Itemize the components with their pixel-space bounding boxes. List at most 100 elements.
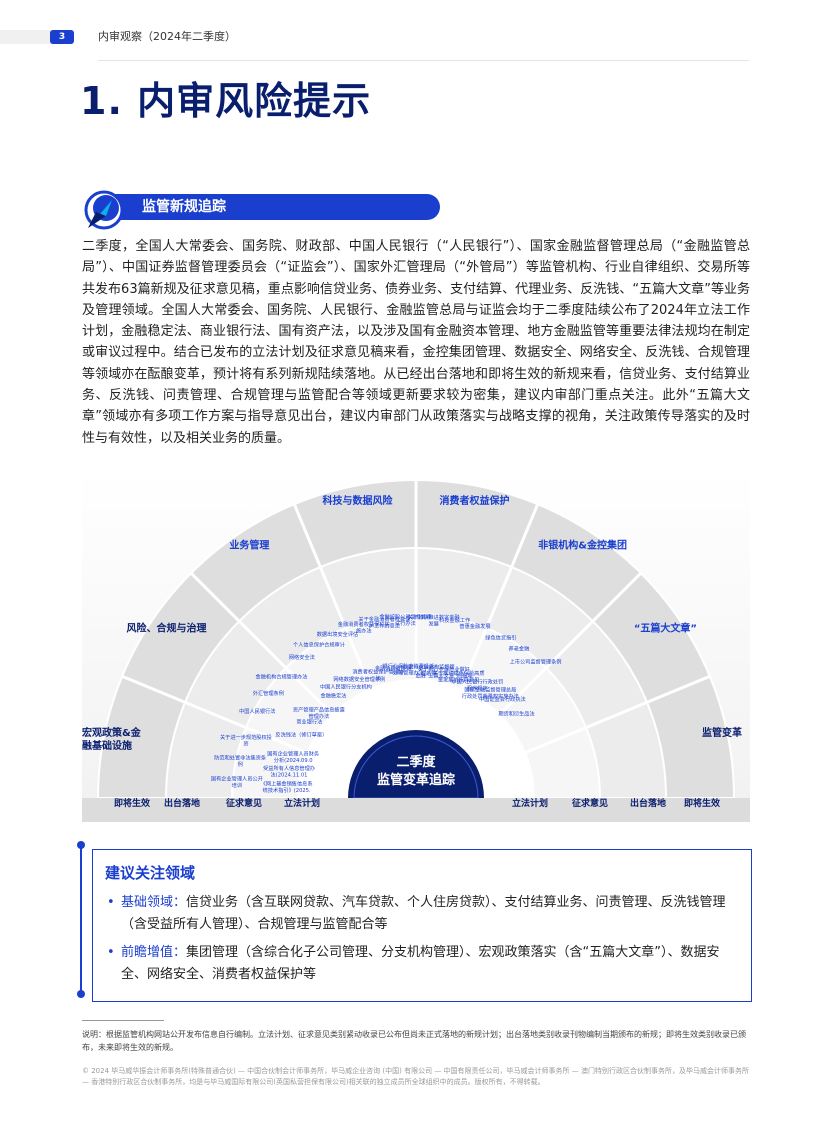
- diagram-item: 普惠金融发展: [459, 622, 490, 630]
- diagram-item: 网络安全法: [289, 653, 315, 661]
- header-divider: [98, 60, 749, 61]
- page-title: 1. 内审风险提示: [80, 79, 372, 123]
- focus-title: 建议关注领域: [105, 864, 196, 882]
- diagram-item-cont: 例: [238, 760, 243, 768]
- diagram-item: 上市公司监督管理条例: [510, 657, 562, 665]
- focus-list: • 基础领域：信贷业务（含互联网贷款、汽车贷款、个人住房贷款）、支付结算业务、问…: [105, 892, 739, 992]
- diagram-item-cont: 法(2024.11.01: [271, 771, 308, 779]
- diagram-item: 关于金融消费者权益保: [358, 615, 411, 623]
- diagram-item: 关于推动绿色保险高质: [433, 669, 485, 677]
- ring-axis-label-right: 征求意见: [572, 797, 608, 809]
- diagram-item: 国有企业管理人员财务: [267, 749, 319, 757]
- diagram-item: 中国人民银行分支机构: [320, 683, 372, 691]
- diagram-item: 反洗钱法（修订草案）: [275, 731, 327, 739]
- diagram-spoke: [121, 674, 352, 773]
- page-number: 3: [50, 30, 74, 44]
- diagram-item-cont: 统技术指引》(2025.: [263, 786, 311, 794]
- diagram-spoke: [190, 572, 368, 750]
- diagram-item: 数据出境安全评估: [317, 630, 359, 638]
- diagram-item-cont: 资: [243, 740, 248, 748]
- section-header: 监管新规追踪: [82, 190, 440, 232]
- focus-item: • 基础领域：信贷业务（含互联网贷款、汽车贷款、个人住房贷款）、支付结算业务、问…: [105, 892, 739, 936]
- sector-label: 非银机构&金控集团: [538, 539, 627, 552]
- diagram-item: 中国证监会行政执法: [479, 695, 526, 703]
- diagram-item: 消费者权益保护管理办: [352, 668, 404, 676]
- diagram-item-cont: 处理管理办法: [393, 669, 424, 677]
- diagram-item: 国家金融监督管理总局: [464, 685, 516, 693]
- diagram-item: 《网上基金销售信息系: [261, 779, 313, 787]
- diagram-spoke: [441, 503, 540, 734]
- sector-label: 监管变革: [702, 726, 742, 739]
- sector-layer: 宏观政策&金融基础设施风险、合规与治理业务管理科技与数据风险消费者权益保护非银机…: [82, 494, 742, 752]
- center-dome-outline: [353, 735, 479, 799]
- diagram-item: 金融消费者权益保护实: [338, 620, 390, 628]
- focus-box: 建议关注领域 • 基础领域：信贷业务（含互联网贷款、汽车贷款、个人住房贷款）、支…: [92, 849, 752, 1002]
- diagram-item: 国有企业管理人员公开: [211, 774, 263, 782]
- diagram-item: 金融机构合规管理办法: [256, 672, 308, 680]
- diagram-item: 科技金融工作: [439, 616, 470, 624]
- focus-accent-dot-top: [77, 841, 85, 849]
- ring-axis-label-left: 征求意见: [226, 797, 262, 809]
- ring-axis-layer: 即将生效出台落地征求意见立法计划立法计划征求意见出台落地即将生效: [82, 797, 750, 822]
- sector-label: “五篇大文章”: [634, 621, 697, 634]
- sector-label: 科技与数据风险: [322, 494, 393, 507]
- compass-arrow-icon: [84, 190, 124, 230]
- diagram-item: 银行业保险业消费投诉: [382, 662, 434, 670]
- diagram-item: 受益所有人信息管理办: [263, 764, 315, 772]
- diagram-item: 非银行支付机构监督管: [403, 663, 455, 671]
- diagram-item-cont: 护工作的意见: [369, 621, 400, 629]
- diagram-item: 金融消费者投诉: [375, 664, 411, 672]
- sector-label: 宏观政策&金: [82, 726, 142, 739]
- copyright: © 2024 毕马威华振会计师事务所(特殊普通合伙) — 中国合伙制会计师事务所…: [82, 1067, 749, 1086]
- focus-item-key: 基础领域：: [121, 895, 187, 910]
- diagram-item-cont: 法: [376, 674, 381, 682]
- ring-axis-label-right: 出台落地: [630, 797, 666, 809]
- focus-item-text: 信贷业务（含互联网贷款、汽车贷款、个人住房贷款）、支付结算业务、问责管理、反洗钱…: [121, 895, 726, 932]
- diagram-item: 商业银行法: [296, 718, 322, 726]
- diagram-item: 关于加快推进数字金融: [408, 613, 460, 621]
- sector-label: 风险、合规与治理: [127, 621, 207, 634]
- diagram-item: 金融稳定法: [321, 692, 347, 700]
- diagram-item: 资产管理产品信息披露: [293, 706, 346, 714]
- diagram-item: 中国人民银行法: [239, 707, 275, 715]
- diagram-item: 关于银行业保险业做好: [418, 665, 470, 673]
- diagram-item: 养老金融: [509, 644, 530, 652]
- diagram-item: 网络数据安全管理条例: [333, 675, 385, 683]
- center-dome: [348, 730, 484, 798]
- diagram-item: 中国人民银行行政处罚: [451, 677, 503, 685]
- diagram-item: 防范和处置非法集资条: [214, 753, 266, 761]
- ring-axis-band: [82, 798, 750, 822]
- diagram-item-cont: 金融“五篇大文章”的指导: [415, 672, 472, 680]
- diagram-item-cont: 程序规定: [467, 684, 488, 692]
- diagram-item: 外汇管理条例: [253, 689, 284, 697]
- diagram-item-cont: 行政处罚裁量权实施办法: [462, 692, 519, 700]
- section-label: 监管新规追踪: [142, 199, 226, 215]
- center-label-line2: 监管变革追踪: [377, 772, 455, 788]
- diagram-item: 关于进一步规范股权投: [220, 733, 272, 741]
- center-label-line1: 二季度: [396, 754, 436, 770]
- diagram-item-cont: 施办法: [356, 626, 372, 634]
- intro-paragraph: 二季度，全国人大常委会、国务院、财政部、中国人民银行（“人民银行”）、国家金融监…: [82, 239, 750, 446]
- spoke-layer: [121, 480, 711, 773]
- diagram-spoke: [292, 503, 391, 734]
- diagram-item-cont: 管理办法: [308, 712, 329, 720]
- diagram-item-cont: 发展: [428, 619, 438, 627]
- focus-item-text: 集团管理（含综合化子公司管理、分支机构管理）、宏观政策落实（含“五篇大文章”）、…: [121, 945, 720, 982]
- ring-axis-label-right: 即将生效: [684, 797, 721, 809]
- diagram-item: 个人信息保护合规审计: [293, 640, 345, 648]
- bullet-icon: •: [107, 945, 115, 960]
- diagram-item: 绿色信贷指引: [485, 633, 516, 641]
- diagram-item-cont: 试行办法: [395, 619, 416, 627]
- diagram-spoke: [480, 674, 711, 773]
- note-divider: [82, 1020, 164, 1021]
- focus-item-key: 前瞻增值：: [121, 945, 187, 960]
- diagram-item: 期货和衍生品法: [498, 710, 534, 718]
- ring-axis-label-right: 立法计划: [512, 797, 548, 809]
- bullet-icon: •: [107, 895, 115, 910]
- diagram-item-cont: 量发展的指导意见: [438, 676, 480, 684]
- ring-axis-label-left: 出台落地: [164, 797, 200, 809]
- doc-title: 内审观察（2024年二季度）: [98, 30, 236, 43]
- diagram-item: 金融控股公司监督管理: [379, 612, 432, 620]
